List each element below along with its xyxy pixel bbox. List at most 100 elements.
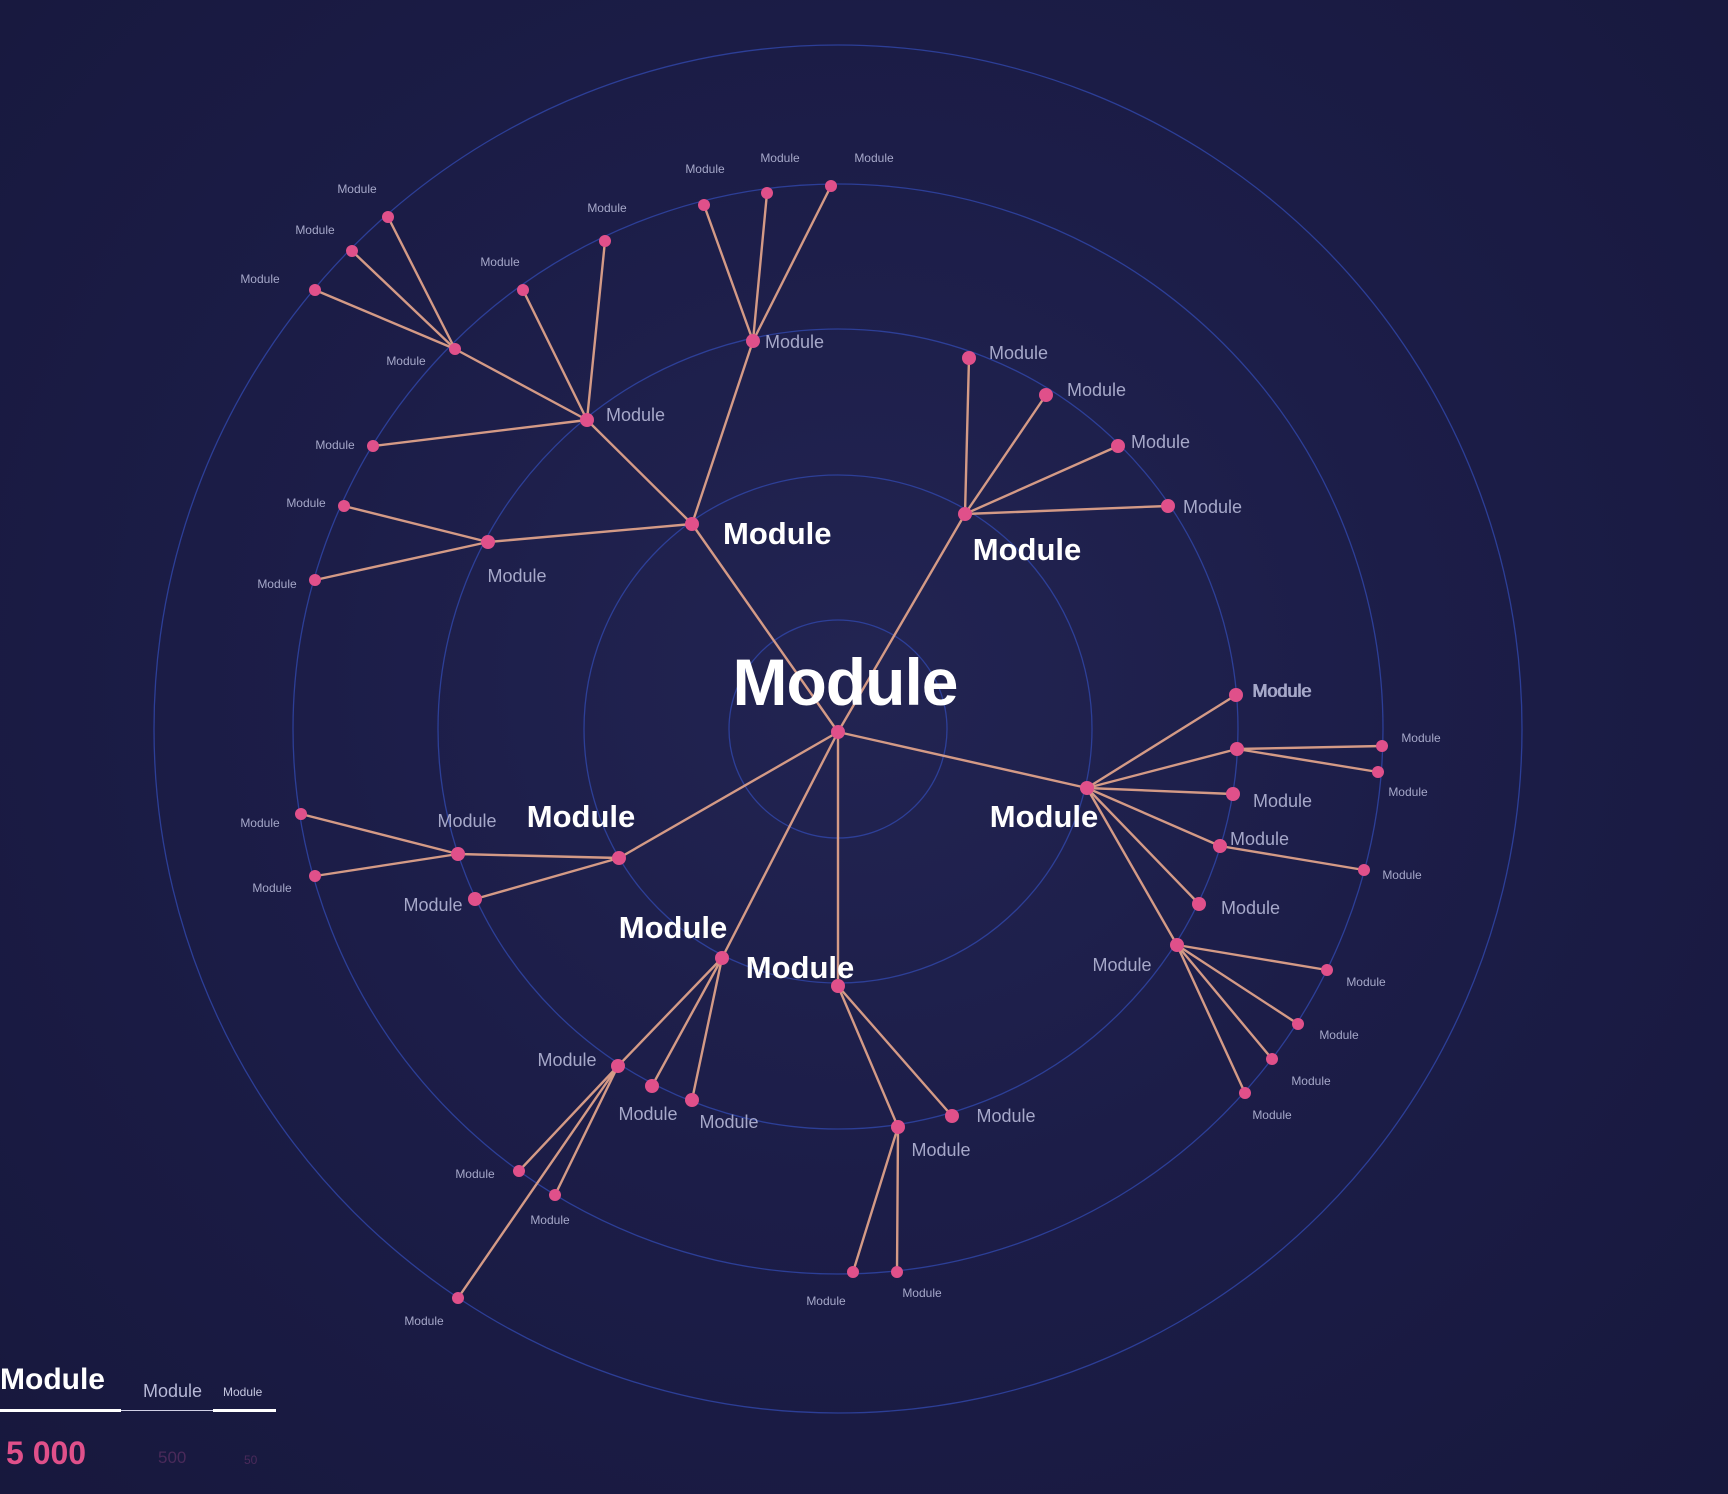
edge-level-2 [963,356,971,516]
leaf-node [309,870,321,882]
sub-branch-node [1161,499,1175,513]
edge-level-1 [720,730,840,960]
sub-branch-node [1226,787,1240,801]
leaf-node [761,187,773,199]
leaf-label: Module [902,1286,942,1300]
branch-label: Module [619,910,728,945]
leaf-label: Module [337,182,377,196]
sub-branch-node [1230,742,1244,756]
edge-level-2 [616,956,724,1068]
leaf-node [599,235,611,247]
sub-branch-label: Module [1221,898,1280,918]
edge-level-2 [456,852,621,860]
leaf-label: Module [315,438,355,452]
sub-branch-node [1111,439,1125,453]
edge-level-3 [1235,744,1384,751]
edge-level-2 [836,984,900,1129]
edge-level-2 [836,984,954,1118]
legend-value-large: 5 000 [6,1435,87,1471]
leaf-node [346,245,358,257]
leaf-node [517,284,529,296]
sub-branch-node [481,535,495,549]
edge-level-1 [836,730,1089,790]
sub-branch-node [468,892,482,906]
leaf-label: Module [587,201,627,215]
sub-branch-label: Module [1253,791,1312,811]
leaf-node [449,343,461,355]
branch-node [715,951,729,965]
leaf-label: Module [1388,785,1428,799]
leaf-node [309,284,321,296]
edge-level-3 [299,812,460,856]
leaf-label: Module [1319,1028,1359,1042]
leaf-label: Module [685,162,725,176]
leaf-node [1239,1087,1251,1099]
leaf-label: Module [1401,731,1441,745]
sub-branch-node [580,413,594,427]
edge-level-1 [617,730,840,860]
branch-node [831,979,845,993]
root-label: Module [733,645,958,719]
branch-node [1080,781,1094,795]
sub-branch-node [685,1093,699,1107]
concentric-rings [153,44,1523,1414]
edge-level-2 [963,444,1120,516]
edge-level-4 [386,215,457,351]
edge-level-1 [690,522,840,734]
leaf-label: Module [1252,1108,1292,1122]
edge-level-3 [342,504,490,544]
legend-value-small: 50 [244,1453,258,1467]
leaf-node [513,1165,525,1177]
edge-level-4 [350,249,457,351]
legend-bar-small [213,1409,276,1412]
sub-branch-node [645,1079,659,1093]
leaf-label: Module [480,255,520,269]
edge-level-2 [1085,786,1235,796]
leaf-node [382,211,394,223]
edge-level-3 [702,203,755,343]
leaf-label: Module [455,1167,495,1181]
leaf-label: Module [295,223,335,237]
leaf-node [698,199,710,211]
edge-level-4 [313,288,457,351]
edge-level-3 [517,1064,620,1173]
leaf-node [1292,1018,1304,1030]
edge-level-3 [1175,943,1300,1026]
sub-branch-node [891,1120,905,1134]
edge-level-2 [963,504,1170,516]
legend-bar-medium [121,1410,213,1411]
edge-level-1 [836,512,967,734]
root-node [831,725,845,739]
edge-level-2 [690,956,724,1102]
sub-branch-label: Module [537,1050,596,1070]
leaf-node [295,808,307,820]
edge-level-3 [1175,943,1247,1095]
leaf-label: Module [1291,1074,1331,1088]
edge-level-3 [313,852,460,878]
leaf-label: Module [1382,868,1422,882]
ring-4 [292,183,1384,1275]
sub-branch-node [1213,839,1227,853]
branch-label: Module [746,950,855,985]
leaf-label: Module [760,151,800,165]
sub-branch-label: Module [765,332,824,352]
legend-label-small: Module [223,1385,263,1399]
leaf-node [1358,864,1370,876]
edge-level-3 [553,1064,620,1197]
leaf-label: Module [1346,975,1386,989]
edge-level-3 [585,239,607,422]
branch-label: Module [723,516,832,551]
tree-edges [299,184,1384,1300]
legend: Module Module Module 5 000 500 50 [0,1363,290,1483]
sub-branch-label: Module [989,343,1048,363]
leaf-label: Module [240,816,280,830]
legend-label-medium: Module [143,1381,203,1401]
edge-level-3 [895,1125,900,1274]
edge-level-3 [1235,747,1380,774]
branch-node [612,851,626,865]
sub-branch-label: Module [437,811,496,831]
branch-node [958,507,972,521]
sub-branch-label: Module [606,405,665,425]
edge-level-2 [1085,786,1179,947]
